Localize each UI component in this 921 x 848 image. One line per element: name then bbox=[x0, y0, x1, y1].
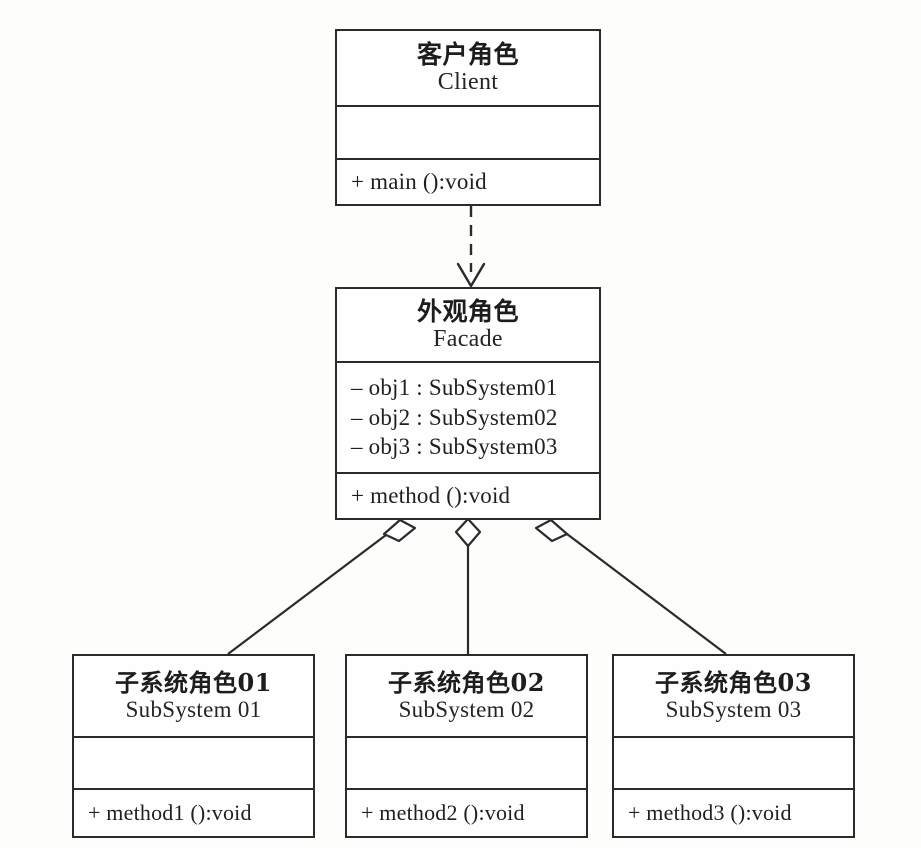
operations-compartment: + method2 ():void bbox=[347, 788, 586, 836]
operations-compartment: + main ():void bbox=[337, 158, 599, 204]
class-name-cn: 子系统角色03 bbox=[655, 667, 812, 697]
uml-class-facade[interactable]: 外观角色 Facade – obj1 : SubSystem01 – obj2 … bbox=[335, 287, 601, 520]
edge-facade-to-subsystem02 bbox=[454, 517, 482, 654]
class-name-en: SubSystem 01 bbox=[125, 696, 262, 722]
class-name-cn: 子系统角色01 bbox=[115, 667, 272, 697]
class-name-en: Facade bbox=[433, 325, 503, 352]
edge-facade-to-subsystem01 bbox=[227, 518, 417, 655]
operations-compartment: + method1 ():void bbox=[74, 788, 313, 836]
class-name-compartment: 客户角色 Client bbox=[337, 31, 599, 105]
hollow-diamond-icon-02 bbox=[454, 517, 482, 548]
attributes-compartment bbox=[347, 736, 586, 788]
edge-client-to-facade bbox=[456, 206, 486, 288]
class-name-compartment: 子系统角色02 SubSystem 02 bbox=[347, 656, 586, 736]
attribute-item: – obj2 : SubSystem02 bbox=[351, 404, 558, 430]
uml-class-subsystem03[interactable]: 子系统角色03 SubSystem 03 + method3 ():void bbox=[612, 654, 855, 838]
aggregation-line-01 bbox=[227, 534, 387, 655]
uml-class-subsystem02[interactable]: 子系统角色02 SubSystem 02 + method2 ():void bbox=[345, 654, 588, 838]
attribute-item: – obj1 : SubSystem01 bbox=[351, 375, 558, 401]
hollow-diamond-icon-03 bbox=[534, 518, 569, 543]
edge-facade-to-subsystem03 bbox=[534, 518, 727, 655]
class-name-cn: 客户角色 bbox=[416, 39, 519, 69]
attributes-compartment bbox=[337, 105, 599, 158]
operation-item: + main ():void bbox=[351, 169, 487, 195]
class-name-compartment: 子系统角色01 SubSystem 01 bbox=[74, 656, 313, 736]
operation-item: + method3 ():void bbox=[628, 799, 792, 825]
uml-class-client[interactable]: 客户角色 Client + main ():void bbox=[335, 29, 601, 206]
class-name-en: SubSystem 02 bbox=[398, 696, 535, 722]
hollow-diamond-icon-01 bbox=[382, 518, 417, 543]
attribute-item: – obj3 : SubSystem03 bbox=[351, 434, 558, 460]
class-name-compartment: 子系统角色03 SubSystem 03 bbox=[614, 656, 853, 736]
operations-compartment: + method3 ():void bbox=[614, 788, 853, 836]
attributes-compartment bbox=[74, 736, 313, 788]
class-name-cn: 外观角色 bbox=[416, 296, 519, 326]
class-name-en: Client bbox=[437, 68, 499, 95]
class-name-cn: 子系统角色02 bbox=[388, 667, 545, 697]
class-name-en: SubSystem 03 bbox=[665, 696, 802, 722]
class-name-compartment: 外观角色 Facade bbox=[337, 289, 599, 361]
operation-item: + method2 ():void bbox=[361, 799, 525, 825]
uml-class-subsystem01[interactable]: 子系统角色01 SubSystem 01 + method1 ():void bbox=[72, 654, 315, 838]
operation-item: + method ():void bbox=[351, 483, 511, 509]
open-arrowhead-icon bbox=[456, 262, 486, 288]
operations-compartment: + method ():void bbox=[337, 472, 599, 518]
operation-item: + method1 ():void bbox=[88, 799, 252, 825]
attributes-compartment: – obj1 : SubSystem01 – obj2 : SubSystem0… bbox=[337, 361, 599, 472]
aggregation-line-03 bbox=[566, 533, 727, 655]
attributes-compartment bbox=[614, 736, 853, 788]
